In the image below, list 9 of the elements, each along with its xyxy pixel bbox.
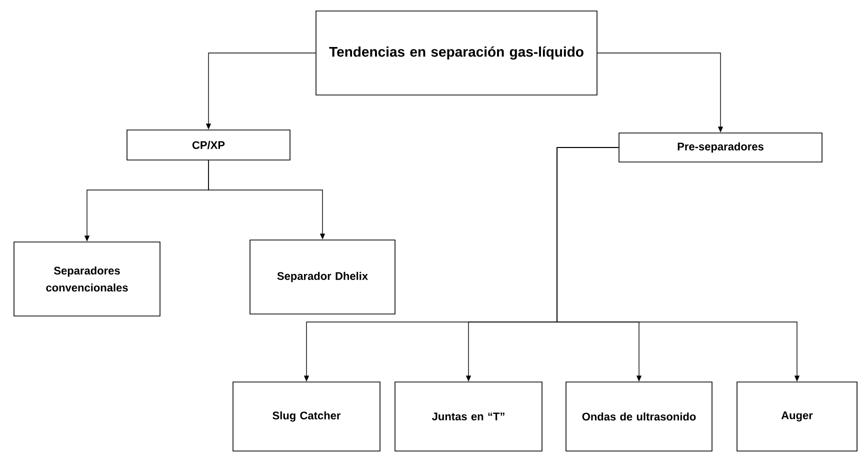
process-box: Ondas de ultrasonido xyxy=(566,382,712,452)
process-box: Pre-separadores xyxy=(618,132,822,162)
process-box: Juntas en “T” xyxy=(394,382,542,452)
process-box: Separadores convencionales xyxy=(14,242,160,316)
process-box: Separador Dhelix xyxy=(250,240,396,314)
process-box: CP/XP xyxy=(126,130,290,160)
process-box: Auger xyxy=(736,382,858,452)
process-box: Tendencias en separación gas-líquido xyxy=(316,10,598,96)
process-box: Slug Catcher xyxy=(232,382,380,452)
